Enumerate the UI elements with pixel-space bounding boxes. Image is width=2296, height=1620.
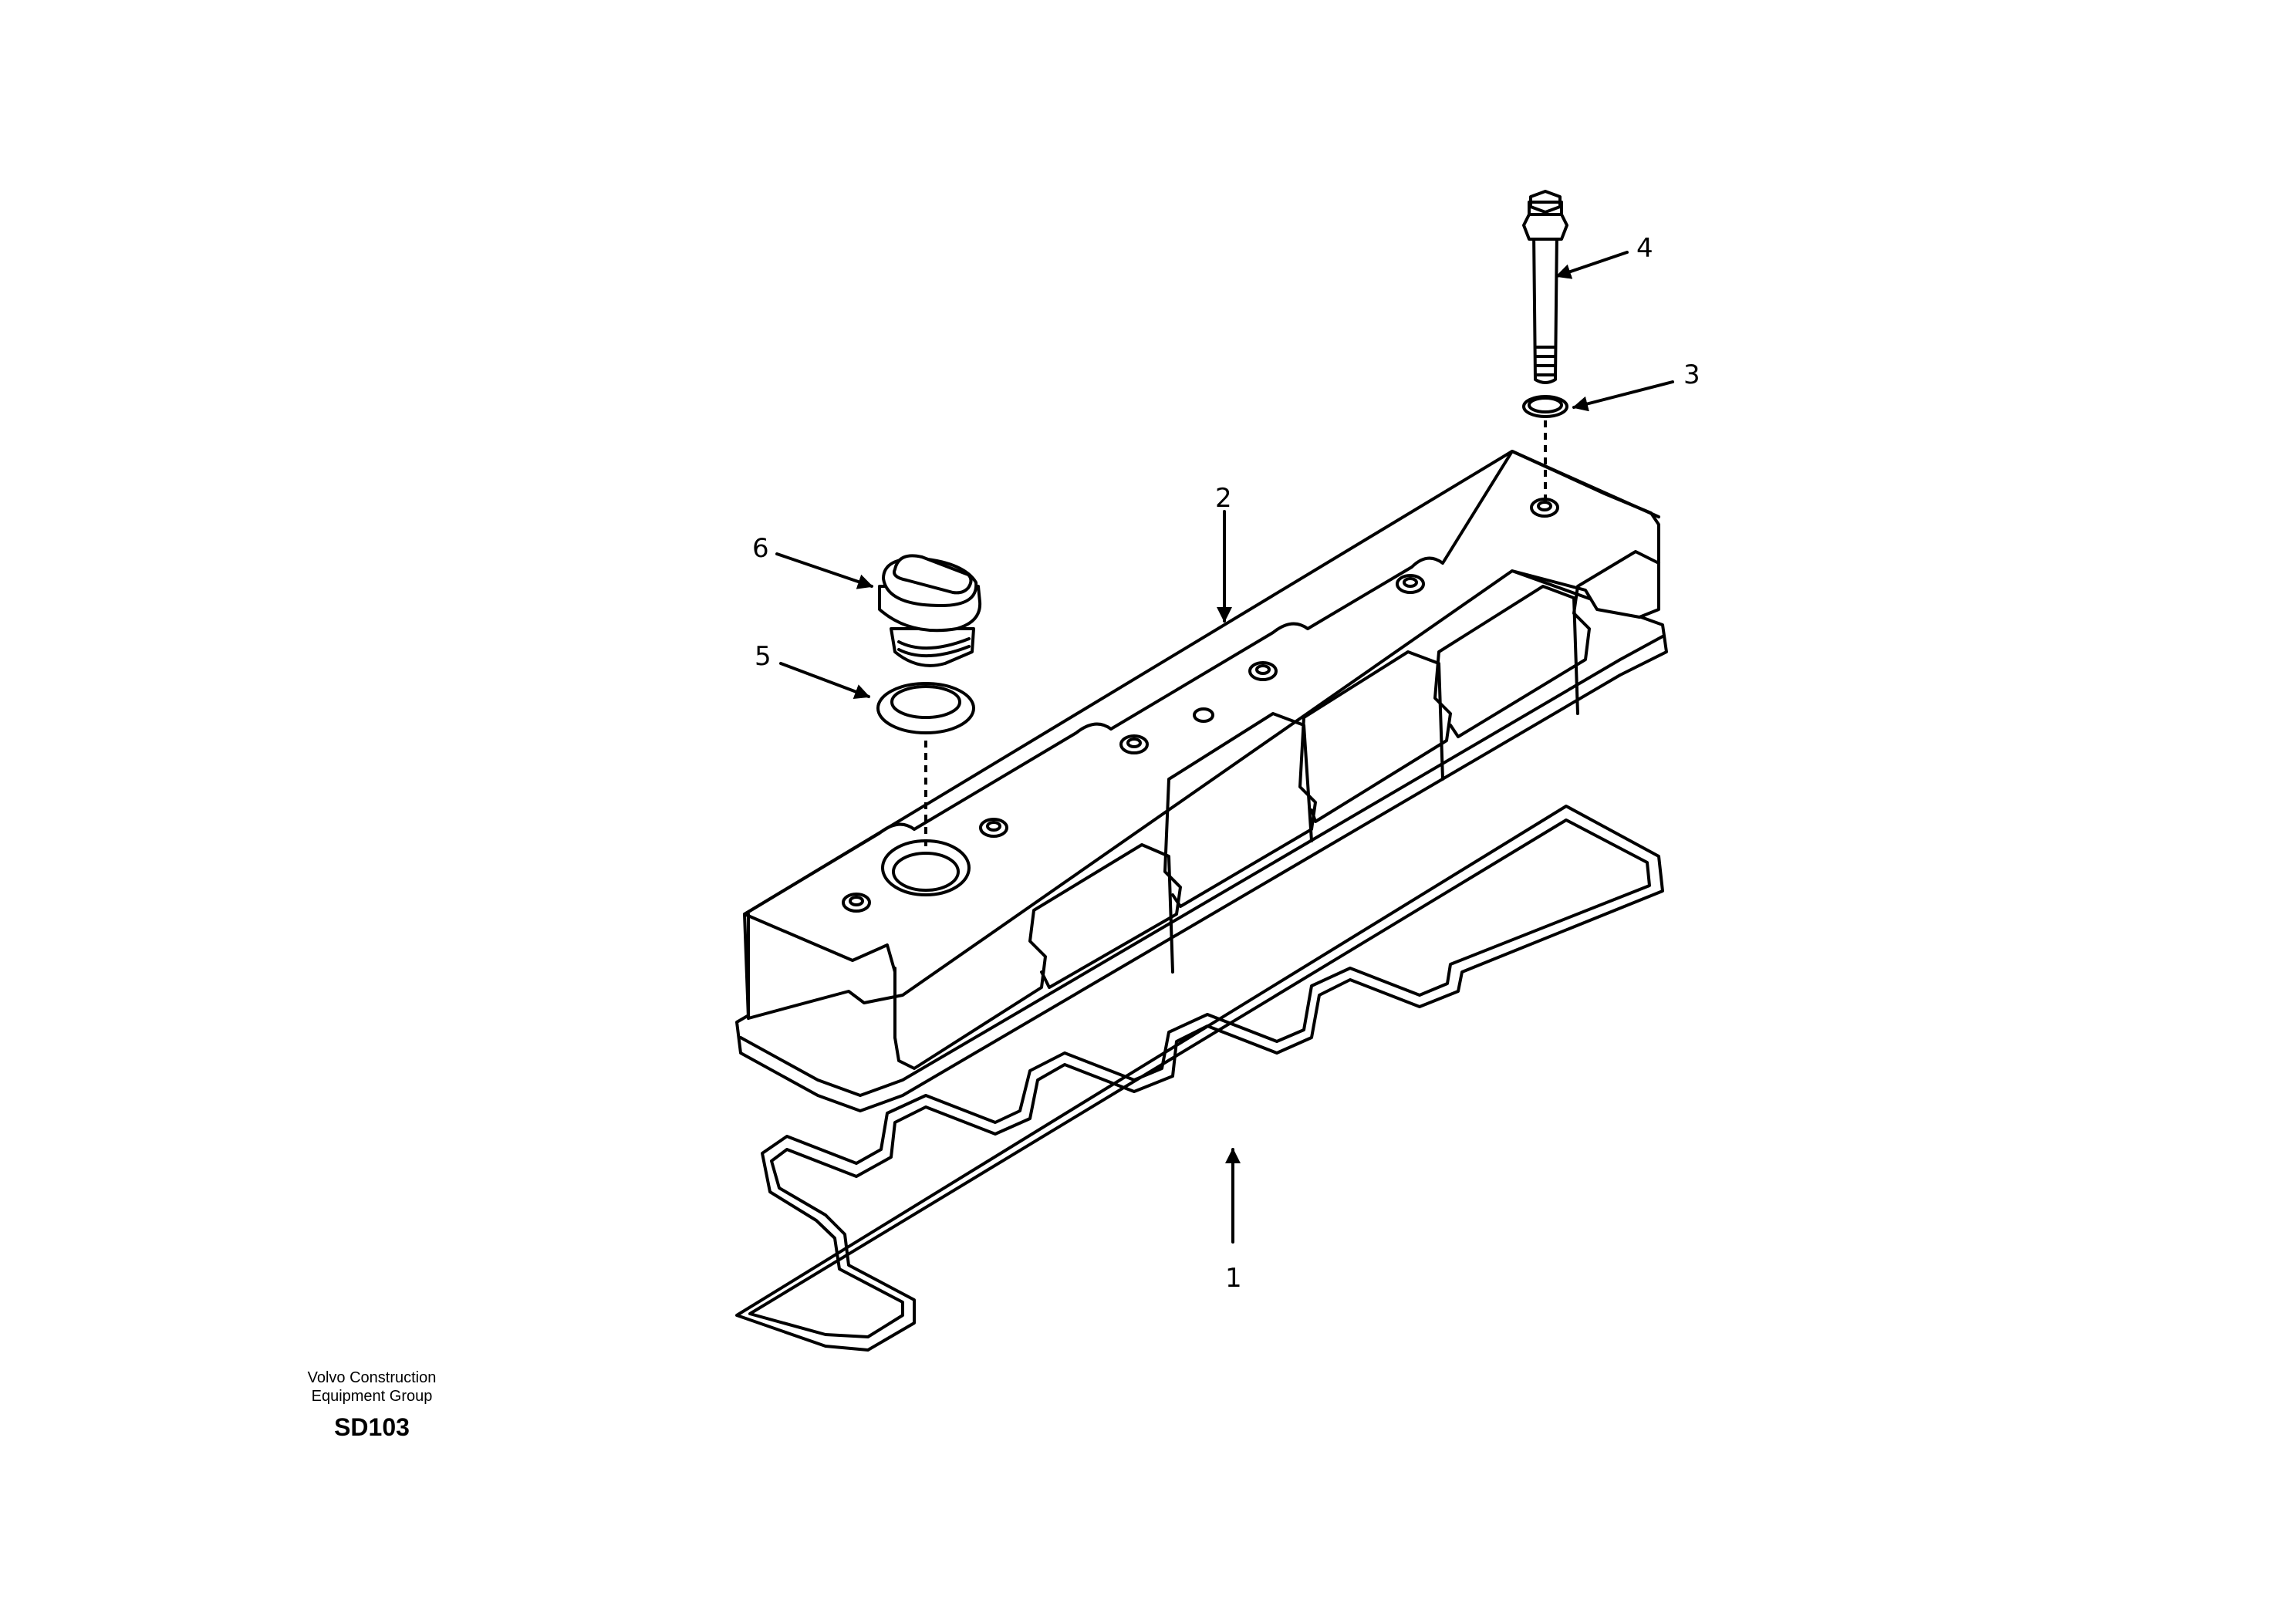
drawing-footer: Volvo Construction Equipment Group SD103 — [272, 1369, 472, 1441]
callout-label-4: 4 — [1636, 233, 1653, 264]
company-name-line-2: Equipment Group — [311, 1388, 433, 1405]
bolt-boss-6 — [1530, 498, 1559, 518]
bolt-boss-3 — [1119, 734, 1149, 754]
callout-label-6: 6 — [752, 533, 769, 564]
callout-5: 5 — [755, 641, 870, 700]
callout-1: 1 — [1225, 1148, 1242, 1294]
valve-cover-gasket — [735, 805, 1664, 1352]
callout-label-3: 3 — [1683, 359, 1700, 390]
oil-filler-opening — [881, 839, 971, 896]
oil-filler-cap — [878, 554, 982, 667]
bolt-washer — [1522, 395, 1568, 418]
callout-label-1: 1 — [1225, 1263, 1242, 1294]
vent-hole — [1193, 707, 1214, 723]
company-name-line-1: Volvo Construction — [307, 1369, 437, 1386]
oil-cap-seal-ring — [876, 682, 975, 734]
callout-6: 6 — [752, 533, 873, 589]
bolt-boss-1 — [842, 893, 871, 913]
callout-2: 2 — [1215, 483, 1232, 623]
callout-3: 3 — [1572, 359, 1700, 412]
callout-label-5: 5 — [755, 641, 772, 672]
valve-cover — [735, 450, 1668, 1112]
callout-4: 4 — [1555, 233, 1653, 279]
valve-cover-bolt — [1522, 190, 1568, 384]
bolt-boss-4 — [1248, 661, 1278, 681]
bolt-boss-5 — [1396, 574, 1425, 594]
bolt-boss-2 — [979, 818, 1008, 838]
drawing-code: SD103 — [334, 1413, 410, 1441]
callout-label-2: 2 — [1215, 483, 1232, 514]
